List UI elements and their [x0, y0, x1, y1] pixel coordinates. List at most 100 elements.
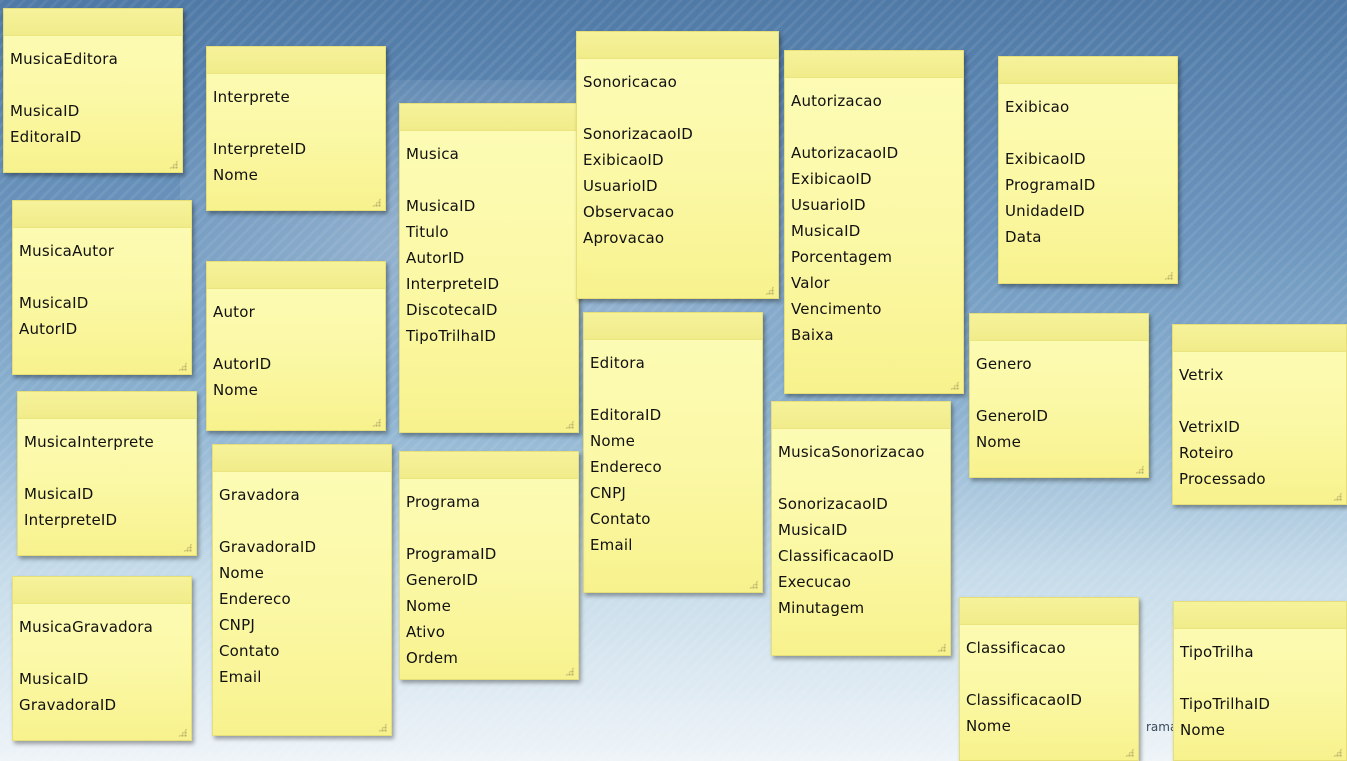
resize-grip-icon[interactable] — [1135, 465, 1144, 474]
resize-grip-icon[interactable] — [565, 667, 574, 676]
note-blank-line — [1005, 120, 1171, 146]
note-heading: MusicaInterprete — [24, 433, 154, 451]
note-title-bar[interactable] — [1174, 602, 1346, 629]
note-title-bar[interactable] — [1173, 325, 1346, 352]
note-field: MusicaID — [19, 294, 89, 312]
note-title-bar[interactable] — [400, 452, 578, 479]
resize-grip-icon[interactable] — [183, 543, 192, 552]
note-title-bar[interactable] — [13, 577, 191, 604]
note-title-bar[interactable] — [400, 104, 578, 131]
resize-grip-icon[interactable] — [378, 723, 387, 732]
note-field: Vencimento — [791, 300, 882, 318]
note-field: Nome — [966, 717, 1012, 735]
note-field: EditoraID — [590, 406, 662, 424]
note-field: UsuarioID — [791, 196, 866, 214]
note-title-bar[interactable] — [584, 313, 762, 340]
resize-grip-icon[interactable] — [178, 728, 187, 737]
resize-grip-icon[interactable] — [169, 160, 178, 169]
note-title-bar[interactable] — [213, 445, 391, 472]
note-title-bar[interactable] — [207, 262, 385, 289]
note-field: Minutagem — [778, 599, 865, 617]
note-heading: Musica — [406, 145, 460, 163]
note-field: ExibicaoID — [791, 170, 872, 188]
resize-grip-icon[interactable] — [765, 286, 774, 295]
note-field: Data — [1005, 228, 1042, 246]
resize-grip-icon[interactable] — [178, 362, 187, 371]
resize-grip-icon[interactable] — [749, 580, 758, 589]
note-field: Email — [219, 668, 262, 686]
note-field: GeneroID — [976, 407, 1049, 425]
resize-grip-icon[interactable] — [372, 418, 381, 427]
note-title-bar[interactable] — [577, 32, 778, 59]
note-field: GravadoraID — [19, 696, 117, 714]
resize-grip-icon[interactable] — [1125, 748, 1134, 757]
note-field: AutorID — [19, 320, 78, 338]
note-field: MusicaID — [778, 521, 848, 539]
note-title-bar[interactable] — [960, 598, 1138, 625]
note-field: EditoraID — [10, 128, 82, 146]
note-title-bar[interactable] — [999, 57, 1177, 84]
resize-grip-icon[interactable] — [1333, 492, 1342, 501]
note-field: Ordem — [406, 649, 459, 667]
note-title-bar[interactable] — [207, 47, 385, 74]
note-field: Nome — [1180, 721, 1226, 739]
note-title-bar[interactable] — [18, 392, 196, 419]
note-title-bar[interactable] — [13, 201, 191, 228]
note-blank-line — [778, 465, 944, 491]
note-blank-line — [10, 72, 176, 98]
note-title-bar[interactable] — [785, 51, 963, 78]
note-blank-line — [1180, 665, 1340, 691]
note-field: Aprovacao — [583, 229, 665, 247]
note-title-bar[interactable] — [772, 402, 950, 429]
resize-grip-icon[interactable] — [372, 198, 381, 207]
resize-grip-icon[interactable] — [1164, 271, 1173, 280]
resize-grip-icon[interactable] — [937, 643, 946, 652]
note-title-bar[interactable] — [4, 9, 182, 36]
resize-grip-icon[interactable] — [565, 420, 574, 429]
note-blank-line — [19, 264, 185, 290]
note-heading: Interprete — [213, 88, 290, 106]
resize-grip-icon[interactable] — [950, 381, 959, 390]
resize-grip-icon[interactable] — [1333, 748, 1342, 757]
note-title-bar[interactable] — [970, 314, 1148, 341]
note-blank-line — [590, 376, 756, 402]
note-field: Contato — [219, 642, 280, 660]
note-field: SonorizacaoID — [778, 495, 888, 513]
